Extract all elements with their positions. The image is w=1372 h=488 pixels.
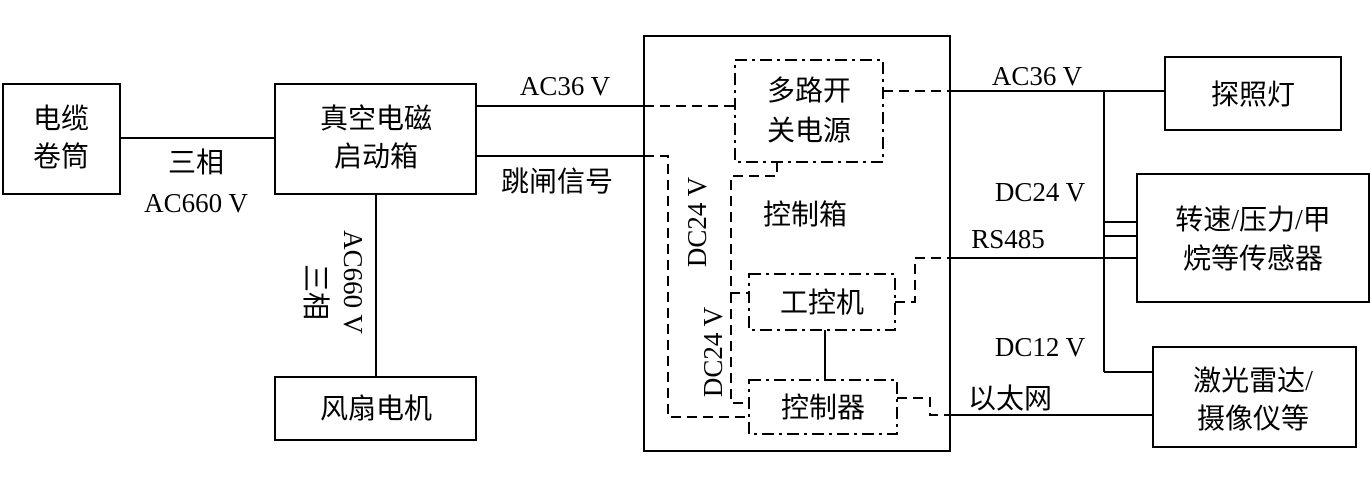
cable-drum-label-1: 电缆 [33, 103, 89, 135]
vacuum-starter-label-2: 启动箱 [334, 141, 418, 173]
ac36-output-label: AC36 V [992, 61, 1083, 91]
dc24-lower-label: DC24 V [698, 306, 728, 397]
vacuum-starter-box [274, 83, 477, 195]
searchlight-label: 探照灯 [1211, 79, 1295, 111]
dc12-output-label: DC12 V [995, 332, 1086, 362]
ethernet-label: 以太网 [968, 383, 1052, 415]
wire-trip-to-controller [644, 155, 749, 418]
switch-psu-label-2: 关电源 [767, 115, 851, 147]
searchlight-box [1164, 56, 1342, 131]
wire-dc24-to-ipc [730, 162, 778, 294]
three-phase-label-horizontal: 三相 [168, 147, 224, 179]
lidar-camera-label-1: 激光雷达/ [1193, 365, 1313, 397]
switch-psu-label-1: 多路开 [767, 75, 851, 107]
controller-label: 控制器 [781, 392, 865, 424]
wire-controller-ethernet [897, 397, 950, 416]
ac660-label-vertical: AC660 V [338, 230, 368, 334]
wire-dc24-to-controller [730, 293, 749, 404]
cable-drum-label-2: 卷筒 [33, 141, 89, 173]
wire-ipc-rs485 [895, 257, 950, 303]
vacuum-starter-label-1: 真空电磁 [320, 103, 432, 135]
fan-motor-label: 风扇电机 [320, 393, 432, 425]
sensors-label-2: 烷等传感器 [1183, 243, 1323, 275]
rs485-label: RS485 [971, 224, 1045, 254]
switch-psu-box [734, 59, 884, 163]
sensors-box [1136, 173, 1370, 303]
control-box-label: 控制箱 [763, 199, 847, 231]
cable-drum-box [2, 83, 121, 195]
trip-signal-label: 跳闸信号 [501, 166, 613, 198]
three-phase-label-vertical: 三相 [299, 264, 331, 320]
dc24-output-label: DC24 V [995, 177, 1086, 207]
fan-motor-box [274, 376, 477, 441]
ac660-label-horizontal: AC660 V [144, 188, 248, 218]
sensors-label-1: 转速/压力/甲 [1175, 204, 1331, 236]
controller-box [748, 379, 898, 435]
lidar-camera-box [1152, 346, 1357, 448]
dc24-upper-label: DC24 V [682, 176, 712, 267]
lidar-camera-label-2: 摄像仪等 [1197, 403, 1309, 435]
ipc-label: 工控机 [780, 287, 864, 319]
ipc-box [748, 273, 896, 331]
ac36-input-label: AC36 V [520, 71, 611, 101]
